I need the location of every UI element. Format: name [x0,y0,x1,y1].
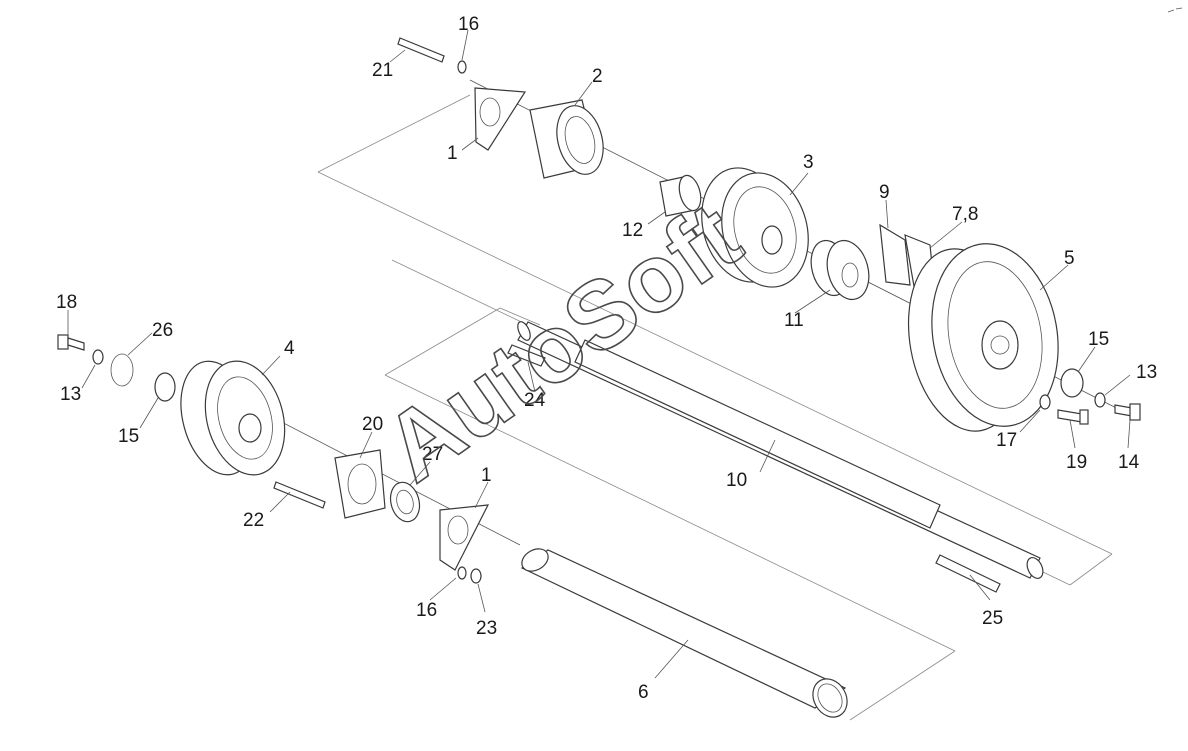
callout-10: 10 [726,470,747,491]
callout-20: 20 [362,414,383,435]
callout-22: 22 [243,510,264,531]
part-flange-plate-bottom [439,504,490,571]
callout-18: 18 [56,292,77,313]
part-washer-13-left [92,349,104,365]
part-washer-15-left [154,372,176,402]
part-washer-13-right [1094,392,1106,408]
part-tube [520,548,848,718]
callout-2: 2 [592,66,603,87]
callout-9: 9 [879,182,890,203]
part-retainer-9 [879,223,911,286]
callout-16-top: 16 [458,14,479,35]
assembly-frame-lower [384,307,956,721]
part-pulley-3 [701,167,809,288]
callout-4: 4 [284,338,295,359]
callout-16-bottom: 16 [416,600,437,621]
part-washer-16-bottom [457,566,467,580]
callout-26: 26 [152,320,173,341]
part-bolt-14 [1114,403,1141,421]
part-shaft [517,321,1044,579]
part-flange-20 [334,449,386,519]
part-bolt-21 [397,37,445,63]
part-key-24 [507,344,546,367]
part-bearing-unit [529,99,604,179]
callout-12: 12 [622,220,643,241]
part-bolt-22 [273,481,326,509]
callout-15-left: 15 [118,426,139,447]
callout-5: 5 [1064,248,1075,269]
callout-19: 19 [1066,452,1087,473]
callouts: 16 21 2 1 12 3 9 7,8 5 11 15 13 17 19 14… [56,14,1157,703]
callout-25: 25 [982,608,1003,629]
part-hub [810,239,870,301]
part-bolt-19 [1057,409,1089,425]
callout-24: 24 [524,390,546,411]
part-flange-plate-top [474,87,527,151]
callout-23: 23 [476,618,497,639]
watermark-text: AutoSoft [366,182,759,502]
callout-7-8: 7,8 [952,204,978,225]
callout-13-right: 13 [1136,362,1157,383]
part-bushing [659,174,702,217]
callout-3: 3 [803,152,814,173]
part-washer-17 [1039,394,1051,410]
callout-17: 17 [996,430,1017,451]
part-washer-16-top [457,60,467,74]
callout-11: 11 [784,310,804,331]
part-seal-27 [389,481,421,523]
callout-1-top: 1 [447,143,458,164]
corner-mark [1167,7,1183,13]
part-nut-23 [470,568,482,584]
part-washer-15-right [1060,368,1084,398]
callout-13-left: 13 [60,384,81,405]
callout-15-right: 15 [1088,329,1109,350]
callout-21: 21 [372,60,393,81]
part-key-25 [935,554,1001,593]
part-pulley-4 [180,360,286,476]
part-circlip [110,353,134,387]
callout-1-bottom: 1 [481,465,492,486]
callout-14: 14 [1118,452,1140,473]
callout-27: 27 [422,444,443,465]
part-bolt-18 [57,334,85,351]
callout-6: 6 [638,682,649,703]
leader-lines [67,29,1131,679]
part-large-pulley [907,243,1059,432]
